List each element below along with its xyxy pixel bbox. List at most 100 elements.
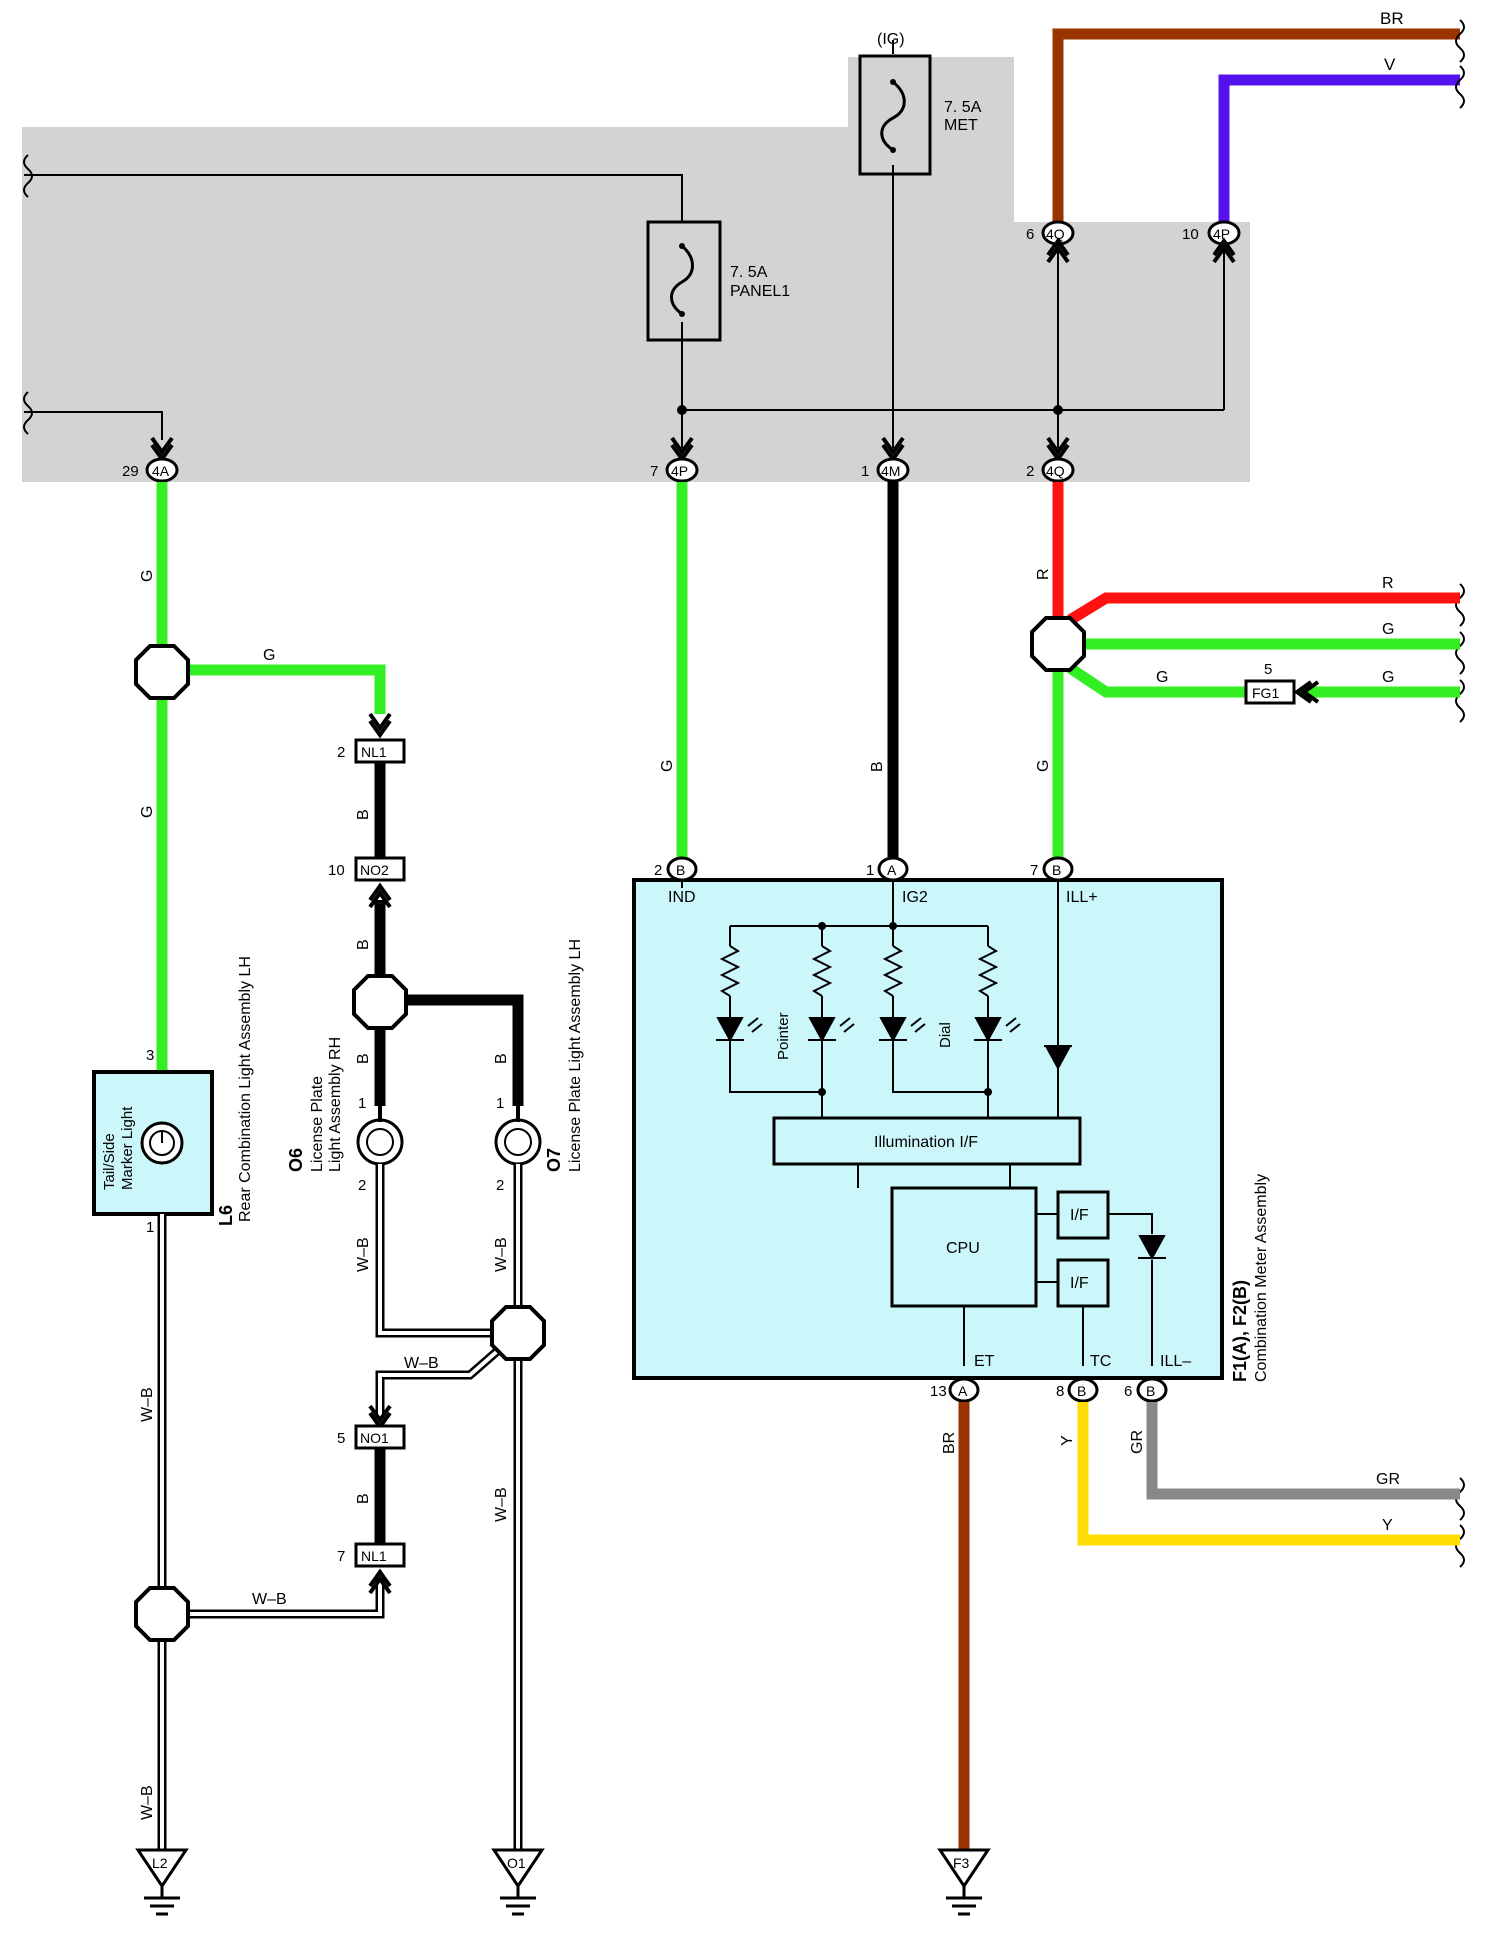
svg-text:License Plate: License Plate — [309, 1076, 326, 1172]
wire-wb-group — [157, 1164, 523, 1850]
jb-junction-dots — [677, 405, 1063, 415]
svg-text:ET: ET — [974, 1353, 995, 1370]
label-b-no1: B — [355, 1493, 372, 1504]
label-wb-o7: W–B — [493, 1237, 510, 1272]
svg-text:NL1: NL1 — [361, 744, 387, 760]
splice-wb-middle — [490, 1305, 546, 1361]
label-b-o7: B — [493, 1053, 510, 1064]
svg-text:4Q: 4Q — [1046, 463, 1065, 479]
svg-text:2: 2 — [654, 862, 662, 879]
connector-no2: NO2 10 — [328, 856, 406, 909]
svg-text:1: 1 — [146, 1219, 154, 1236]
svg-text:8: 8 — [1056, 1383, 1064, 1400]
svg-text:L2: L2 — [152, 1855, 168, 1871]
svg-text:Marker Light: Marker Light — [119, 1106, 136, 1190]
component-l6: Tail/Side Marker Light 3 1 L6 Rear Combi… — [92, 956, 254, 1236]
svg-text:5: 5 — [337, 1430, 345, 1447]
connector-4q-bottom: 4Q 2 — [1026, 436, 1075, 483]
jb-internal-wires — [24, 40, 1225, 448]
svg-text:5: 5 — [1264, 661, 1272, 678]
connector-4q-top: 4Q 6 — [1026, 220, 1075, 264]
svg-text:NL1: NL1 — [361, 1548, 387, 1564]
svg-text:B: B — [1146, 1383, 1155, 1399]
svg-text:2: 2 — [1026, 463, 1034, 480]
component-meter: B 2 IND A 1 IG2 B 7 ILL+ — [632, 856, 1270, 1403]
connector-4p-top: 4P 10 — [1182, 220, 1241, 264]
svg-text:7: 7 — [1030, 862, 1038, 879]
svg-text:CPU: CPU — [946, 1240, 980, 1257]
svg-text:2: 2 — [337, 744, 345, 761]
svg-text:7. 5A: 7. 5A — [944, 99, 982, 116]
label-g-l6: G — [139, 806, 156, 818]
svg-text:4P: 4P — [1213, 226, 1230, 242]
svg-text:Tail/Side: Tail/Side — [101, 1133, 118, 1190]
label-y-tc: Y — [1059, 1435, 1076, 1446]
svg-text:Pointer: Pointer — [775, 1012, 792, 1060]
svg-text:NO2: NO2 — [360, 862, 389, 878]
splice-g-left — [134, 644, 190, 700]
connector-fg1: FG1 5 — [1244, 661, 1320, 705]
svg-text:B: B — [676, 862, 685, 878]
label-g-ill: G — [1035, 760, 1052, 772]
ground-f3: F3 — [937, 1848, 991, 1916]
svg-text:4Q: 4Q — [1046, 226, 1065, 242]
svg-text:I/F: I/F — [1070, 1207, 1089, 1224]
label-gr-right: GR — [1376, 1471, 1400, 1488]
svg-text:13: 13 — [930, 1383, 947, 1400]
svg-text:3: 3 — [146, 1047, 154, 1064]
label-g-branch: G — [263, 647, 275, 664]
svg-text:7: 7 — [650, 463, 658, 480]
label-g-4p: G — [659, 760, 676, 772]
label-wb-o7-down: W–B — [493, 1487, 510, 1522]
connector-4a: 4A 29 — [122, 436, 179, 483]
svg-text:1: 1 — [866, 862, 874, 879]
svg-text:6: 6 — [1124, 1383, 1132, 1400]
wire-y-tc — [1077, 1402, 1460, 1546]
label-r-4q: R — [1035, 568, 1052, 580]
svg-text:I/F: I/F — [1070, 1275, 1089, 1292]
svg-text:B: B — [1077, 1383, 1086, 1399]
svg-text:7. 5A: 7. 5A — [730, 264, 768, 281]
label-br-et: BR — [941, 1432, 958, 1454]
label-b-o6: B — [355, 1053, 372, 1064]
svg-text:1: 1 — [861, 463, 869, 480]
connector-4p-bottom: 4P 7 — [650, 436, 699, 483]
fuse-met: (IG) 7. 5A MET — [858, 31, 982, 176]
wire-v-top: V — [1218, 55, 1460, 238]
svg-text:2: 2 — [358, 1177, 366, 1194]
svg-text:V: V — [1384, 55, 1396, 74]
svg-text:(IG): (IG) — [877, 31, 905, 48]
junction-block — [22, 57, 1250, 482]
svg-text:IG2: IG2 — [902, 889, 928, 906]
svg-text:1: 1 — [358, 1095, 366, 1112]
svg-text:7: 7 — [337, 1548, 345, 1565]
label-wb-l2: W–B — [139, 1785, 156, 1820]
connector-4m: 4M 1 — [861, 436, 910, 483]
label-wb-splice: W–B — [404, 1355, 439, 1372]
svg-text:O7: O7 — [544, 1148, 564, 1172]
svg-text:F3: F3 — [953, 1855, 970, 1871]
svg-text:MET: MET — [944, 117, 978, 134]
svg-text:4P: 4P — [671, 463, 688, 479]
connector-nl1-bottom: NL1 7 — [337, 1542, 406, 1595]
svg-text:A: A — [958, 1383, 968, 1399]
svg-text:Combination Meter Assembly: Combination Meter Assembly — [1253, 1174, 1270, 1382]
svg-text:L6: L6 — [216, 1205, 236, 1226]
label-g-4a: G — [139, 570, 156, 582]
label-wb-o6: W–B — [355, 1237, 372, 1272]
wire-br-top: BR — [1052, 9, 1460, 238]
svg-text:IND: IND — [668, 889, 696, 906]
wire-g-4a — [156, 482, 386, 1070]
svg-text:BR: BR — [1380, 9, 1404, 28]
svg-text:4M: 4M — [881, 463, 900, 479]
splice-b — [352, 974, 408, 1030]
ground-l2: L2 — [135, 1848, 189, 1916]
label-gr-ill: GR — [1129, 1430, 1146, 1454]
svg-text:License Plate Light Assembly L: License Plate Light Assembly LH — [567, 939, 584, 1172]
svg-text:FG1: FG1 — [1252, 685, 1279, 701]
svg-text:TC: TC — [1090, 1353, 1111, 1370]
svg-text:ILL–: ILL– — [1160, 1353, 1191, 1370]
svg-text:O1: O1 — [507, 1855, 526, 1871]
label-b-4m: B — [869, 761, 886, 772]
